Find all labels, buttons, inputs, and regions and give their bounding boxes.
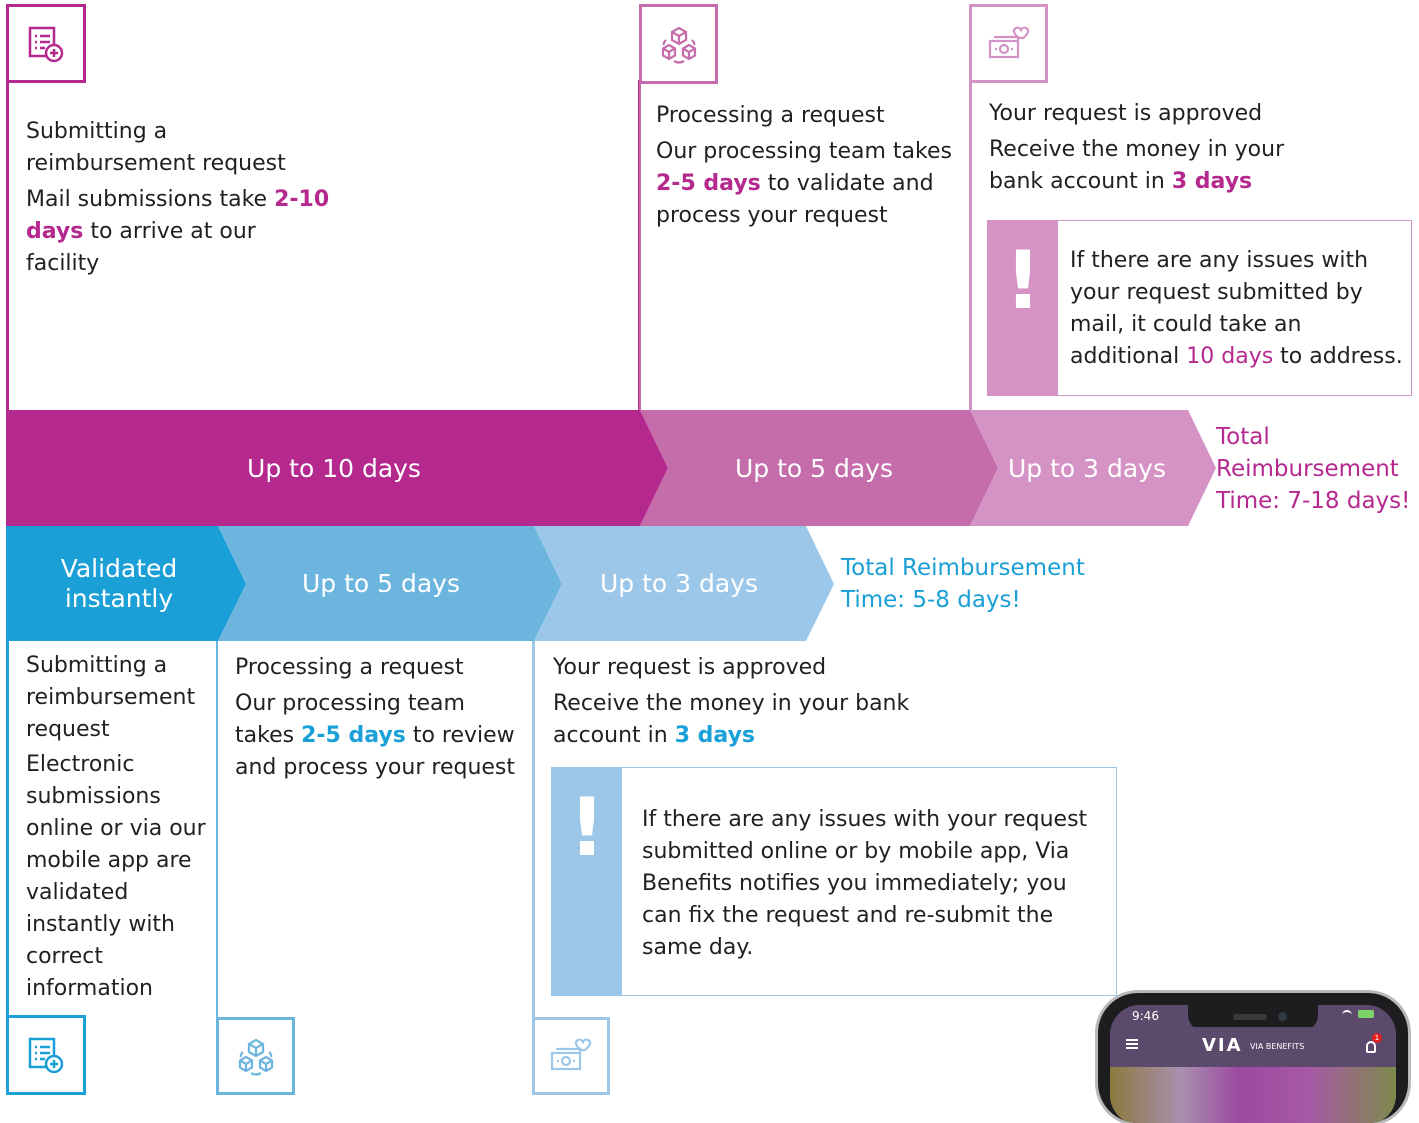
mail-step3-title: Your request is approved xyxy=(989,101,1263,126)
mail-step1-icon-box xyxy=(6,4,86,83)
mail-notice-bar: ! xyxy=(988,221,1058,395)
phone-brand-subtitle: VIA BENEFITS xyxy=(1250,1042,1305,1051)
cubes-network-icon xyxy=(238,1038,273,1076)
mail-notice-box: ! If there are any issues with your requ… xyxy=(987,220,1412,396)
online-segment-processing xyxy=(218,526,562,641)
mail-step2-icon-box xyxy=(639,4,718,84)
online-notice-bar: ! xyxy=(552,768,622,995)
mail-step3-body: Receive the money in your bank account i… xyxy=(989,137,1285,194)
mail-step1-title: Submitting a reimbursement request xyxy=(26,119,286,176)
phone-brand-logo: VIA xyxy=(1202,1035,1243,1056)
phone-screen: 9:46 VIA VIA BENEFITS 1 xyxy=(1110,1005,1396,1123)
mail-timeline-label-3: Up to 3 days xyxy=(1007,453,1167,483)
document-plus-icon xyxy=(28,26,64,62)
mail-step2-body: Our processing team takes 2-5 days to va… xyxy=(656,139,952,228)
online-total-time: Total Reimbursement Time: 5-8 days! xyxy=(841,555,1085,613)
mail-timeline-label-1: Up to 10 days xyxy=(247,453,421,483)
online-step3-text: Your request is approved Receive the mon… xyxy=(553,652,933,752)
mail-total-time: Total Reimbursement Time: 7-18 days! xyxy=(1216,424,1411,514)
mail-step2-text: Processing a request Our processing team… xyxy=(656,100,956,232)
mail-notice-text: If there are any issues with your reques… xyxy=(1070,248,1403,369)
online-step2-title: Processing a request xyxy=(235,655,464,680)
cubes-network-icon xyxy=(661,26,696,64)
hamburger-menu-icon[interactable] xyxy=(1126,1039,1138,1049)
mail-step3-frame xyxy=(969,82,972,410)
online-step2-text: Processing a request Our processing team… xyxy=(235,652,527,784)
online-step1-icon-box xyxy=(6,1015,86,1095)
mail-segment-processing xyxy=(640,410,998,526)
phone-camera xyxy=(1278,1012,1287,1021)
online-timeline-label-2: Up to 5 days xyxy=(301,569,461,598)
mail-step3-text: Your request is approved Receive the mon… xyxy=(989,98,1309,198)
online-step2-body: Our processing team takes 2-5 days to re… xyxy=(235,691,516,780)
phone-status-icons xyxy=(1342,1010,1382,1020)
online-step1-body: Electronic submissions online or via our… xyxy=(26,752,206,1001)
mail-step3-icon-box xyxy=(969,4,1048,83)
mail-step2-title: Processing a request xyxy=(656,103,885,128)
phone-notch xyxy=(1188,1005,1318,1031)
online-step3-icon-box xyxy=(532,1017,610,1095)
mail-timeline-label-2: Up to 5 days xyxy=(734,453,894,483)
mail-segment-approved xyxy=(970,410,1216,526)
phone-mockup: 9:46 VIA VIA BENEFITS 1 xyxy=(1098,993,1408,1123)
online-step3-body: Receive the money in your bank account i… xyxy=(553,691,910,748)
online-segment-validated xyxy=(6,526,246,641)
online-notice-text: If there are any issues with your reques… xyxy=(642,807,1088,960)
online-step3-frame xyxy=(532,641,535,1019)
online-notice-box: ! If there are any issues with your requ… xyxy=(551,767,1117,996)
online-step1-title: Submitting a reimbursement request xyxy=(26,653,196,742)
mail-step1-body: Mail submissions take 2-10 days to arriv… xyxy=(26,187,330,276)
mail-timeline-band xyxy=(6,410,1216,526)
online-step3-title: Your request is approved xyxy=(553,655,827,680)
mail-segment-mail xyxy=(6,410,668,526)
warning-exclamation-icon: ! xyxy=(568,781,606,874)
phone-hero-image xyxy=(1110,1067,1396,1123)
money-heart-icon xyxy=(550,1038,592,1071)
mail-step1-text: Submitting a reimbursement request Mail … xyxy=(26,116,336,280)
notification-badge: 1 xyxy=(1372,1033,1382,1043)
money-heart-icon xyxy=(988,26,1029,58)
online-timeline-label-3: Up to 3 days xyxy=(599,569,759,598)
online-step2-icon-box xyxy=(216,1017,295,1095)
phone-speaker xyxy=(1233,1014,1267,1020)
phone-app-header: VIA VIA BENEFITS 1 xyxy=(1110,1027,1396,1067)
warning-exclamation-icon: ! xyxy=(1004,234,1042,327)
bell-icon[interactable] xyxy=(1366,1041,1376,1053)
wifi-icon xyxy=(1342,1010,1352,1020)
battery-icon xyxy=(1358,1010,1374,1018)
online-timeline-label-1: Validated instantly xyxy=(60,553,178,613)
document-plus-icon xyxy=(28,1037,64,1074)
online-timeline-band xyxy=(6,526,834,641)
online-step1-text: Submitting a reimbursement request Elect… xyxy=(26,650,216,1005)
phone-time: 9:46 xyxy=(1132,1009,1159,1023)
online-segment-approved xyxy=(534,526,834,641)
